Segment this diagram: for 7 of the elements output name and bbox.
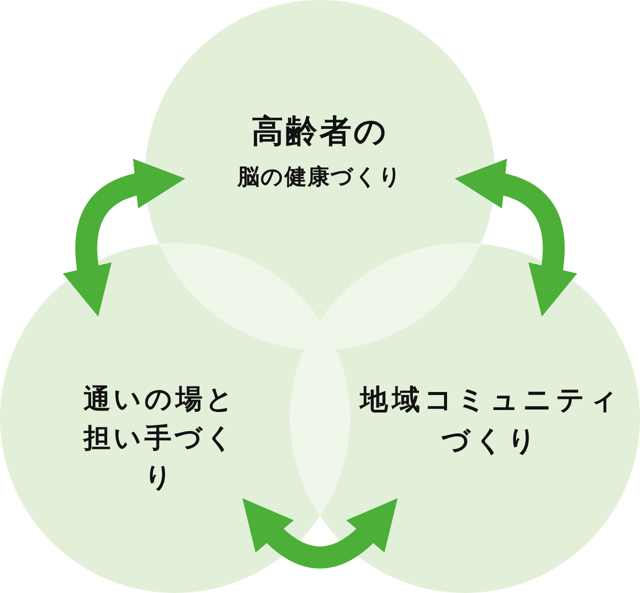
node-text: 通いの場と担い手づくり — [82, 383, 238, 496]
heading-text: 高齢者の — [250, 111, 390, 152]
double-arrow — [455, 160, 577, 317]
node-text: 地域コミュニティづくり — [358, 382, 623, 459]
double-arrow — [63, 160, 185, 317]
body-text: 脳の健康づくり — [236, 164, 404, 192]
double-arrow — [241, 499, 399, 568]
